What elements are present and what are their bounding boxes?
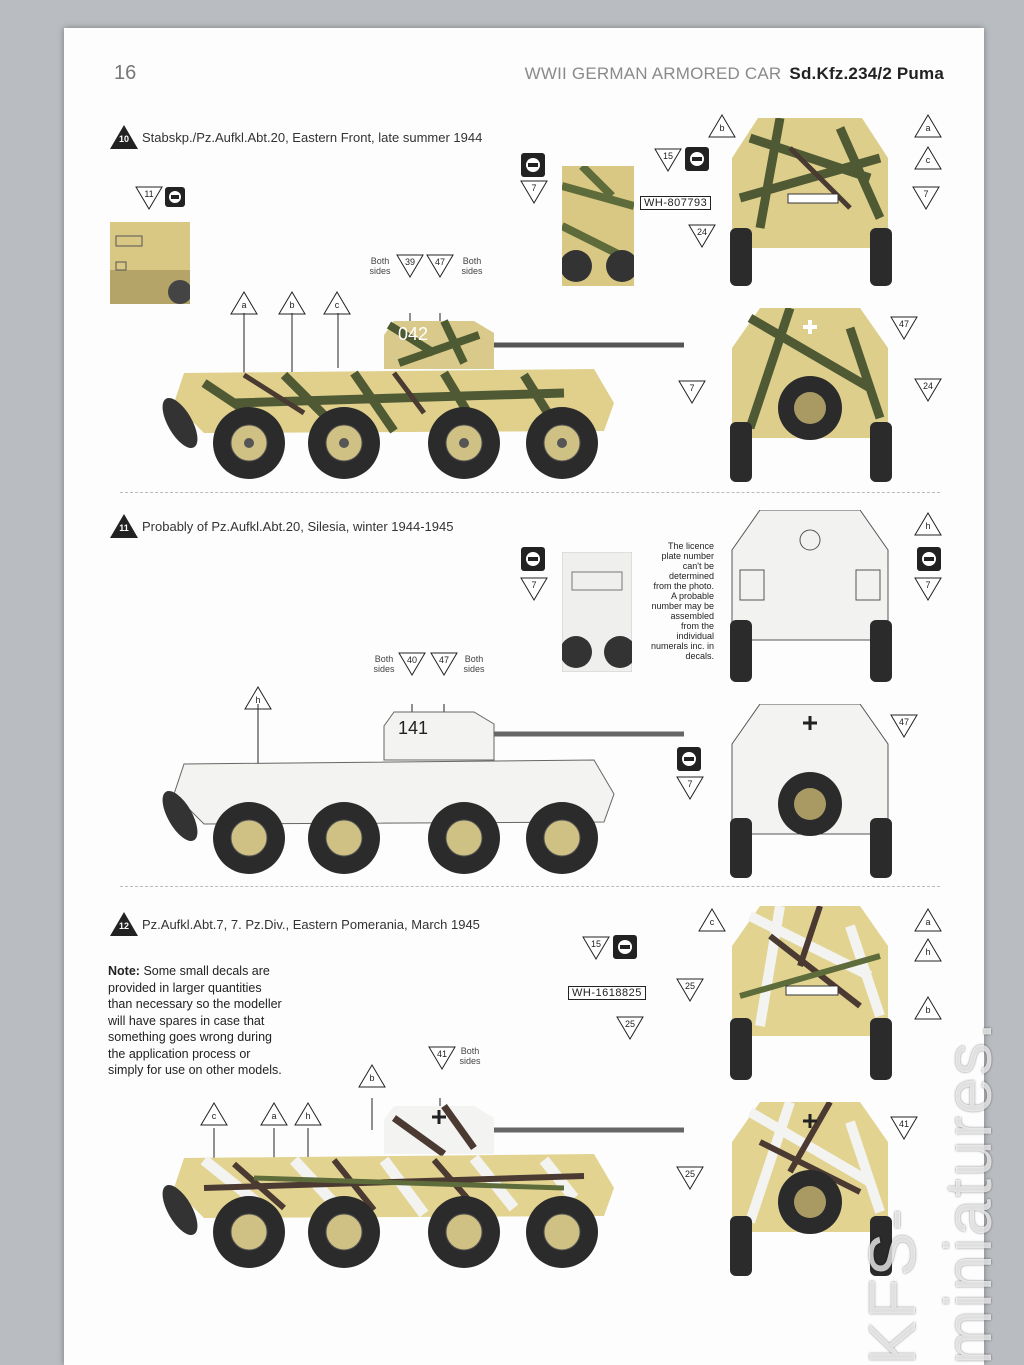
callout-a: a (914, 908, 942, 932)
callout-b: b (278, 291, 306, 315)
section-title-text: Probably of Pz.Aufkl.Abt.20, Silesia, wi… (142, 518, 454, 534)
both-sides-label: Both sides (461, 256, 483, 276)
callout-c: c (698, 908, 726, 932)
callout-h: h (914, 512, 942, 536)
detail-inset-rear (562, 166, 634, 286)
both-sides-label: Both sides (463, 654, 485, 674)
callout-7: 7 (914, 577, 942, 601)
callout-a: a (914, 114, 942, 138)
callout-15: 15 (582, 936, 610, 960)
division-emblem-icon (521, 547, 545, 571)
section-11-title: 11 Probably of Pz.Aufkl.Abt.20, Silesia,… (110, 514, 453, 538)
section-title-text: Pz.Aufkl.Abt.7, 7. Pz.Div., Eastern Pome… (142, 916, 480, 932)
callout-a: a (230, 291, 258, 315)
section-number-badge: 12 (110, 912, 138, 936)
running-header: WWII GERMAN ARMORED CAR Sd.Kfz.234/2 Puma (525, 64, 944, 84)
callout-47: 47 (426, 254, 454, 278)
section-number-badge: 10 (110, 125, 138, 149)
vehicle-front-view-10 (730, 118, 892, 286)
vehicle-side-view-12 (162, 1098, 684, 1268)
instruction-page: 16 WWII GERMAN ARMORED CAR Sd.Kfz.234/2 P… (64, 28, 984, 1365)
callout-24: 24 (914, 378, 942, 402)
division-emblem-icon (165, 187, 185, 207)
note-text: Some small decals are provided in larger… (108, 964, 282, 1077)
callout-15: 15 (654, 148, 682, 172)
section-number-badge: 11 (110, 514, 138, 538)
callout-11: 11 (135, 186, 163, 210)
callout-47: 47 (430, 652, 458, 676)
note-label: Note: (108, 964, 140, 978)
callout-b: b (358, 1064, 386, 1088)
callout-c: c (323, 291, 351, 315)
division-emblem-icon (685, 147, 709, 171)
callout-7: 7 (912, 186, 940, 210)
callout-b: b (708, 114, 736, 138)
callout-c: c (914, 146, 942, 170)
model-title: Sd.Kfz.234/2 Puma (789, 64, 944, 83)
series-title: WWII GERMAN ARMORED CAR (524, 64, 782, 83)
both-sides-label: Both sides (369, 256, 391, 276)
licence-plate: WH-1618825 (568, 986, 646, 1000)
callout-41: 41 (428, 1046, 456, 1070)
both-sides-label: Both sides (373, 654, 395, 674)
decal-note: Note: Some small decals are provided in … (108, 963, 288, 1079)
vehicle-side-view-10 (162, 313, 684, 479)
callout-24: 24 (688, 224, 716, 248)
vehicle-rear-view-10 (730, 308, 892, 482)
division-emblem-icon (917, 547, 941, 571)
callout-h: h (294, 1102, 322, 1126)
callout-b: b (914, 996, 942, 1020)
callout-39: 39 (396, 254, 424, 278)
section-title-text: Stabskp./Pz.Aufkl.Abt.20, Eastern Front,… (142, 129, 483, 145)
callout-41: 41 (890, 1116, 918, 1140)
callout-25: 25 (676, 978, 704, 1002)
vehicle-rear-view-11 (730, 704, 892, 878)
detail-inset-side (110, 222, 190, 304)
division-emblem-icon (613, 935, 637, 959)
section-12-title: 12 Pz.Aufkl.Abt.7, 7. Pz.Div., Eastern P… (110, 912, 480, 936)
vehicle-front-view-12 (730, 906, 892, 1080)
licence-plate: WH-807793 (640, 196, 712, 210)
callout-7: 7 (678, 380, 706, 404)
callout-47: 47 (890, 714, 918, 738)
callout-25: 25 (616, 1016, 644, 1040)
callout-40: 40 (398, 652, 426, 676)
division-emblem-icon (677, 747, 701, 771)
watermark: KFS-miniatures. (855, 1020, 1005, 1365)
turret-number: 042 (398, 324, 429, 344)
section-divider (120, 492, 940, 493)
vehicle-side-view-11 (162, 704, 684, 874)
section-10-title: 10 Stabskp./Pz.Aufkl.Abt.20, Eastern Fro… (110, 125, 482, 149)
callout-c: c (200, 1102, 228, 1126)
callout-7: 7 (520, 577, 548, 601)
callout-a: a (260, 1102, 288, 1126)
division-emblem-icon (521, 153, 545, 177)
callout-7: 7 (676, 776, 704, 800)
page-number: 16 (114, 62, 137, 84)
vehicle-front-view-11 (730, 510, 892, 682)
callout-25: 25 (676, 1166, 704, 1190)
callout-47: 47 (890, 316, 918, 340)
callout-h: h (914, 938, 942, 962)
turret-number: 141 (398, 718, 429, 738)
both-sides-label: Both sides (459, 1046, 481, 1066)
section-divider (120, 886, 940, 887)
callout-7: 7 (520, 180, 548, 204)
licence-note: The licence plate number can't be determ… (650, 541, 714, 661)
vehicle-rear-view-12 (730, 1102, 892, 1276)
detail-inset-rear (562, 552, 632, 672)
